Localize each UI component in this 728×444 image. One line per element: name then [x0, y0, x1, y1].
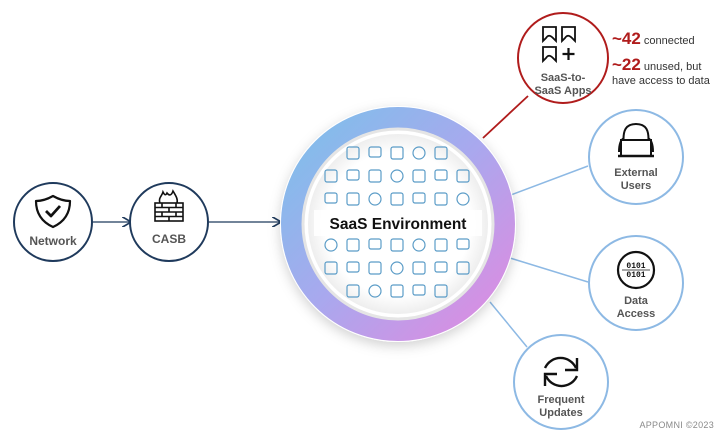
- pattern-glyph: [368, 238, 382, 250]
- pattern-glyph: [412, 192, 426, 204]
- external-users-label-2: Users: [621, 180, 652, 192]
- saas-environment-hub[interactable]: SaaS Environment: [280, 106, 516, 342]
- connector-center-users: [507, 165, 589, 197]
- pattern-glyph: [434, 238, 448, 252]
- pattern-glyph: [324, 192, 338, 204]
- pattern-glyph: [346, 238, 360, 252]
- pattern-glyph: [368, 192, 382, 206]
- pattern-glyph: [456, 192, 470, 206]
- pattern-glyph: [412, 284, 426, 296]
- pattern-glyph: [434, 192, 448, 206]
- shield-check-icon: [34, 194, 72, 229]
- svg-text:0101: 0101: [626, 262, 645, 271]
- firewall-icon: [154, 189, 184, 222]
- pattern-glyph: [456, 169, 470, 183]
- node-external-users[interactable]: External Users: [588, 109, 684, 205]
- pattern-glyph: [390, 284, 404, 298]
- stat-unused: ~22 unused, but have access to data: [612, 55, 710, 87]
- external-users-label-1: External: [614, 167, 657, 179]
- unused-text: unused, but: [643, 61, 702, 73]
- pattern-glyph: [412, 238, 426, 252]
- pattern-glyph: [456, 261, 470, 275]
- footer-copyright: APPOMNI ©2023: [639, 420, 714, 430]
- pattern-glyph: [324, 238, 338, 252]
- saas-environment-title: SaaS Environment: [330, 216, 467, 233]
- saas-icon-pattern: [324, 146, 470, 298]
- pattern-glyph: [434, 146, 448, 160]
- network-label: Network: [29, 234, 77, 248]
- pattern-glyph: [434, 261, 448, 273]
- connector-center-data: [509, 257, 589, 283]
- pattern-glyph: [412, 261, 426, 275]
- pattern-glyph: [368, 169, 382, 183]
- pattern-glyph: [390, 261, 404, 275]
- connected-text: connected: [643, 35, 695, 47]
- data-access-label-2: Access: [617, 308, 656, 320]
- node-network[interactable]: Network: [13, 182, 93, 262]
- pattern-glyph: [346, 192, 360, 206]
- frequent-updates-label-2: Updates: [539, 407, 582, 419]
- pattern-glyph: [390, 192, 404, 206]
- pattern-glyph: [368, 261, 382, 275]
- casb-label: CASB: [152, 232, 186, 246]
- pattern-glyph: [412, 169, 426, 183]
- pattern-glyph: [456, 238, 470, 250]
- connector-center-saasapps: [482, 95, 529, 139]
- pattern-glyph: [346, 284, 360, 298]
- refresh-icon: [543, 356, 579, 388]
- unused-text-2: have access to data: [612, 74, 710, 87]
- stat-connected: ~42 connected: [612, 29, 695, 49]
- node-frequent-updates[interactable]: Frequent Updates: [513, 334, 609, 430]
- pattern-glyph: [390, 146, 404, 160]
- binary-globe-icon: 0101 0101: [616, 250, 656, 290]
- pattern-glyph: [346, 261, 360, 273]
- pattern-glyph: [412, 146, 426, 160]
- pattern-glyph: [324, 261, 338, 275]
- connector-center-updates: [489, 301, 528, 348]
- pattern-glyph: [368, 284, 382, 298]
- saas-apps-label-1: SaaS-to-: [541, 72, 586, 84]
- svg-text:0101: 0101: [626, 271, 645, 280]
- hacker-laptop-icon: [618, 122, 654, 158]
- saas-apps-label-2: SaaS Apps: [534, 85, 591, 97]
- node-saas-apps[interactable]: SaaS-to- SaaS Apps: [517, 12, 609, 104]
- pattern-glyph: [324, 169, 338, 183]
- pattern-glyph: [390, 169, 404, 183]
- pattern-glyph: [346, 146, 360, 160]
- node-data-access[interactable]: 0101 0101 Data Access: [588, 235, 684, 331]
- pattern-glyph: [390, 238, 404, 252]
- node-casb[interactable]: CASB: [129, 182, 209, 262]
- pattern-glyph: [346, 169, 360, 181]
- connected-count: ~42: [612, 29, 641, 48]
- frequent-updates-label-1: Frequent: [537, 394, 584, 406]
- pattern-glyph: [434, 284, 448, 298]
- pattern-glyph: [368, 146, 382, 158]
- apps-grid-icon: [542, 26, 576, 64]
- pattern-glyph: [434, 169, 448, 181]
- data-access-label-1: Data: [624, 295, 649, 307]
- unused-count: ~22: [612, 55, 641, 74]
